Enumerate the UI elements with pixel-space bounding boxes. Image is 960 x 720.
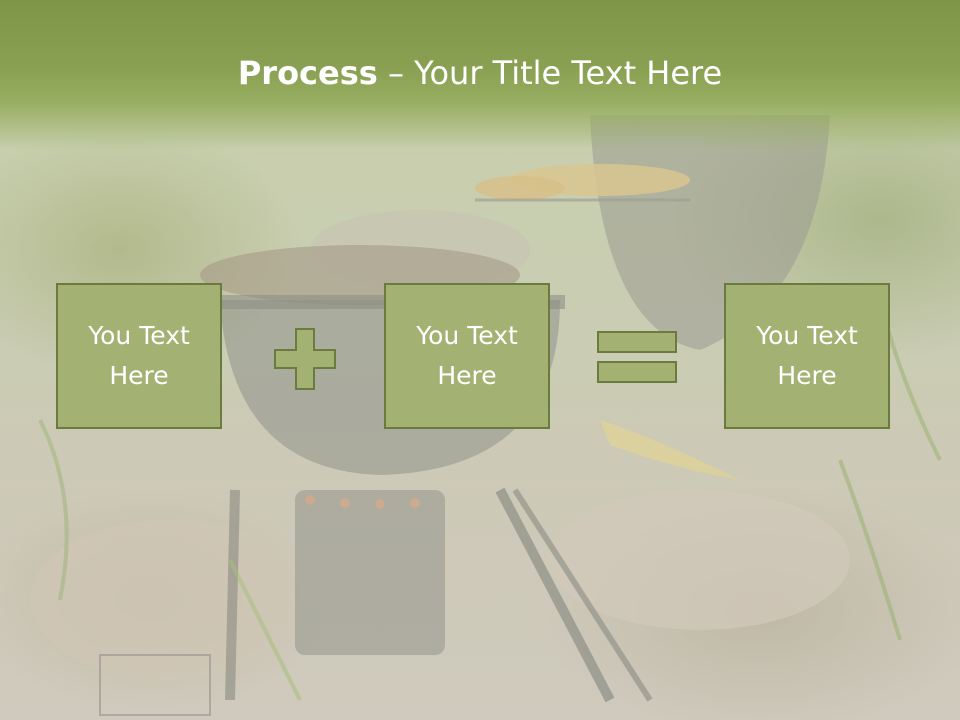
process-box-3[interactable]: You Text Here bbox=[724, 283, 890, 429]
process-box-3-text: You Text Here bbox=[756, 321, 858, 390]
title-dash: – bbox=[377, 54, 415, 92]
title-bold: Process bbox=[237, 54, 378, 92]
plus-icon bbox=[274, 328, 336, 390]
title-bar bbox=[0, 0, 960, 150]
equals-icon bbox=[597, 331, 677, 383]
process-box-1-text: You Text Here bbox=[88, 321, 190, 390]
process-box-1[interactable]: You Text Here bbox=[56, 283, 222, 429]
process-box-2[interactable]: You Text Here bbox=[384, 283, 550, 429]
process-box-2-text: You Text Here bbox=[416, 321, 518, 390]
title-rest: Your Title Text Here bbox=[414, 54, 723, 92]
slide-title[interactable]: Process – Your Title Text Here bbox=[0, 54, 960, 92]
